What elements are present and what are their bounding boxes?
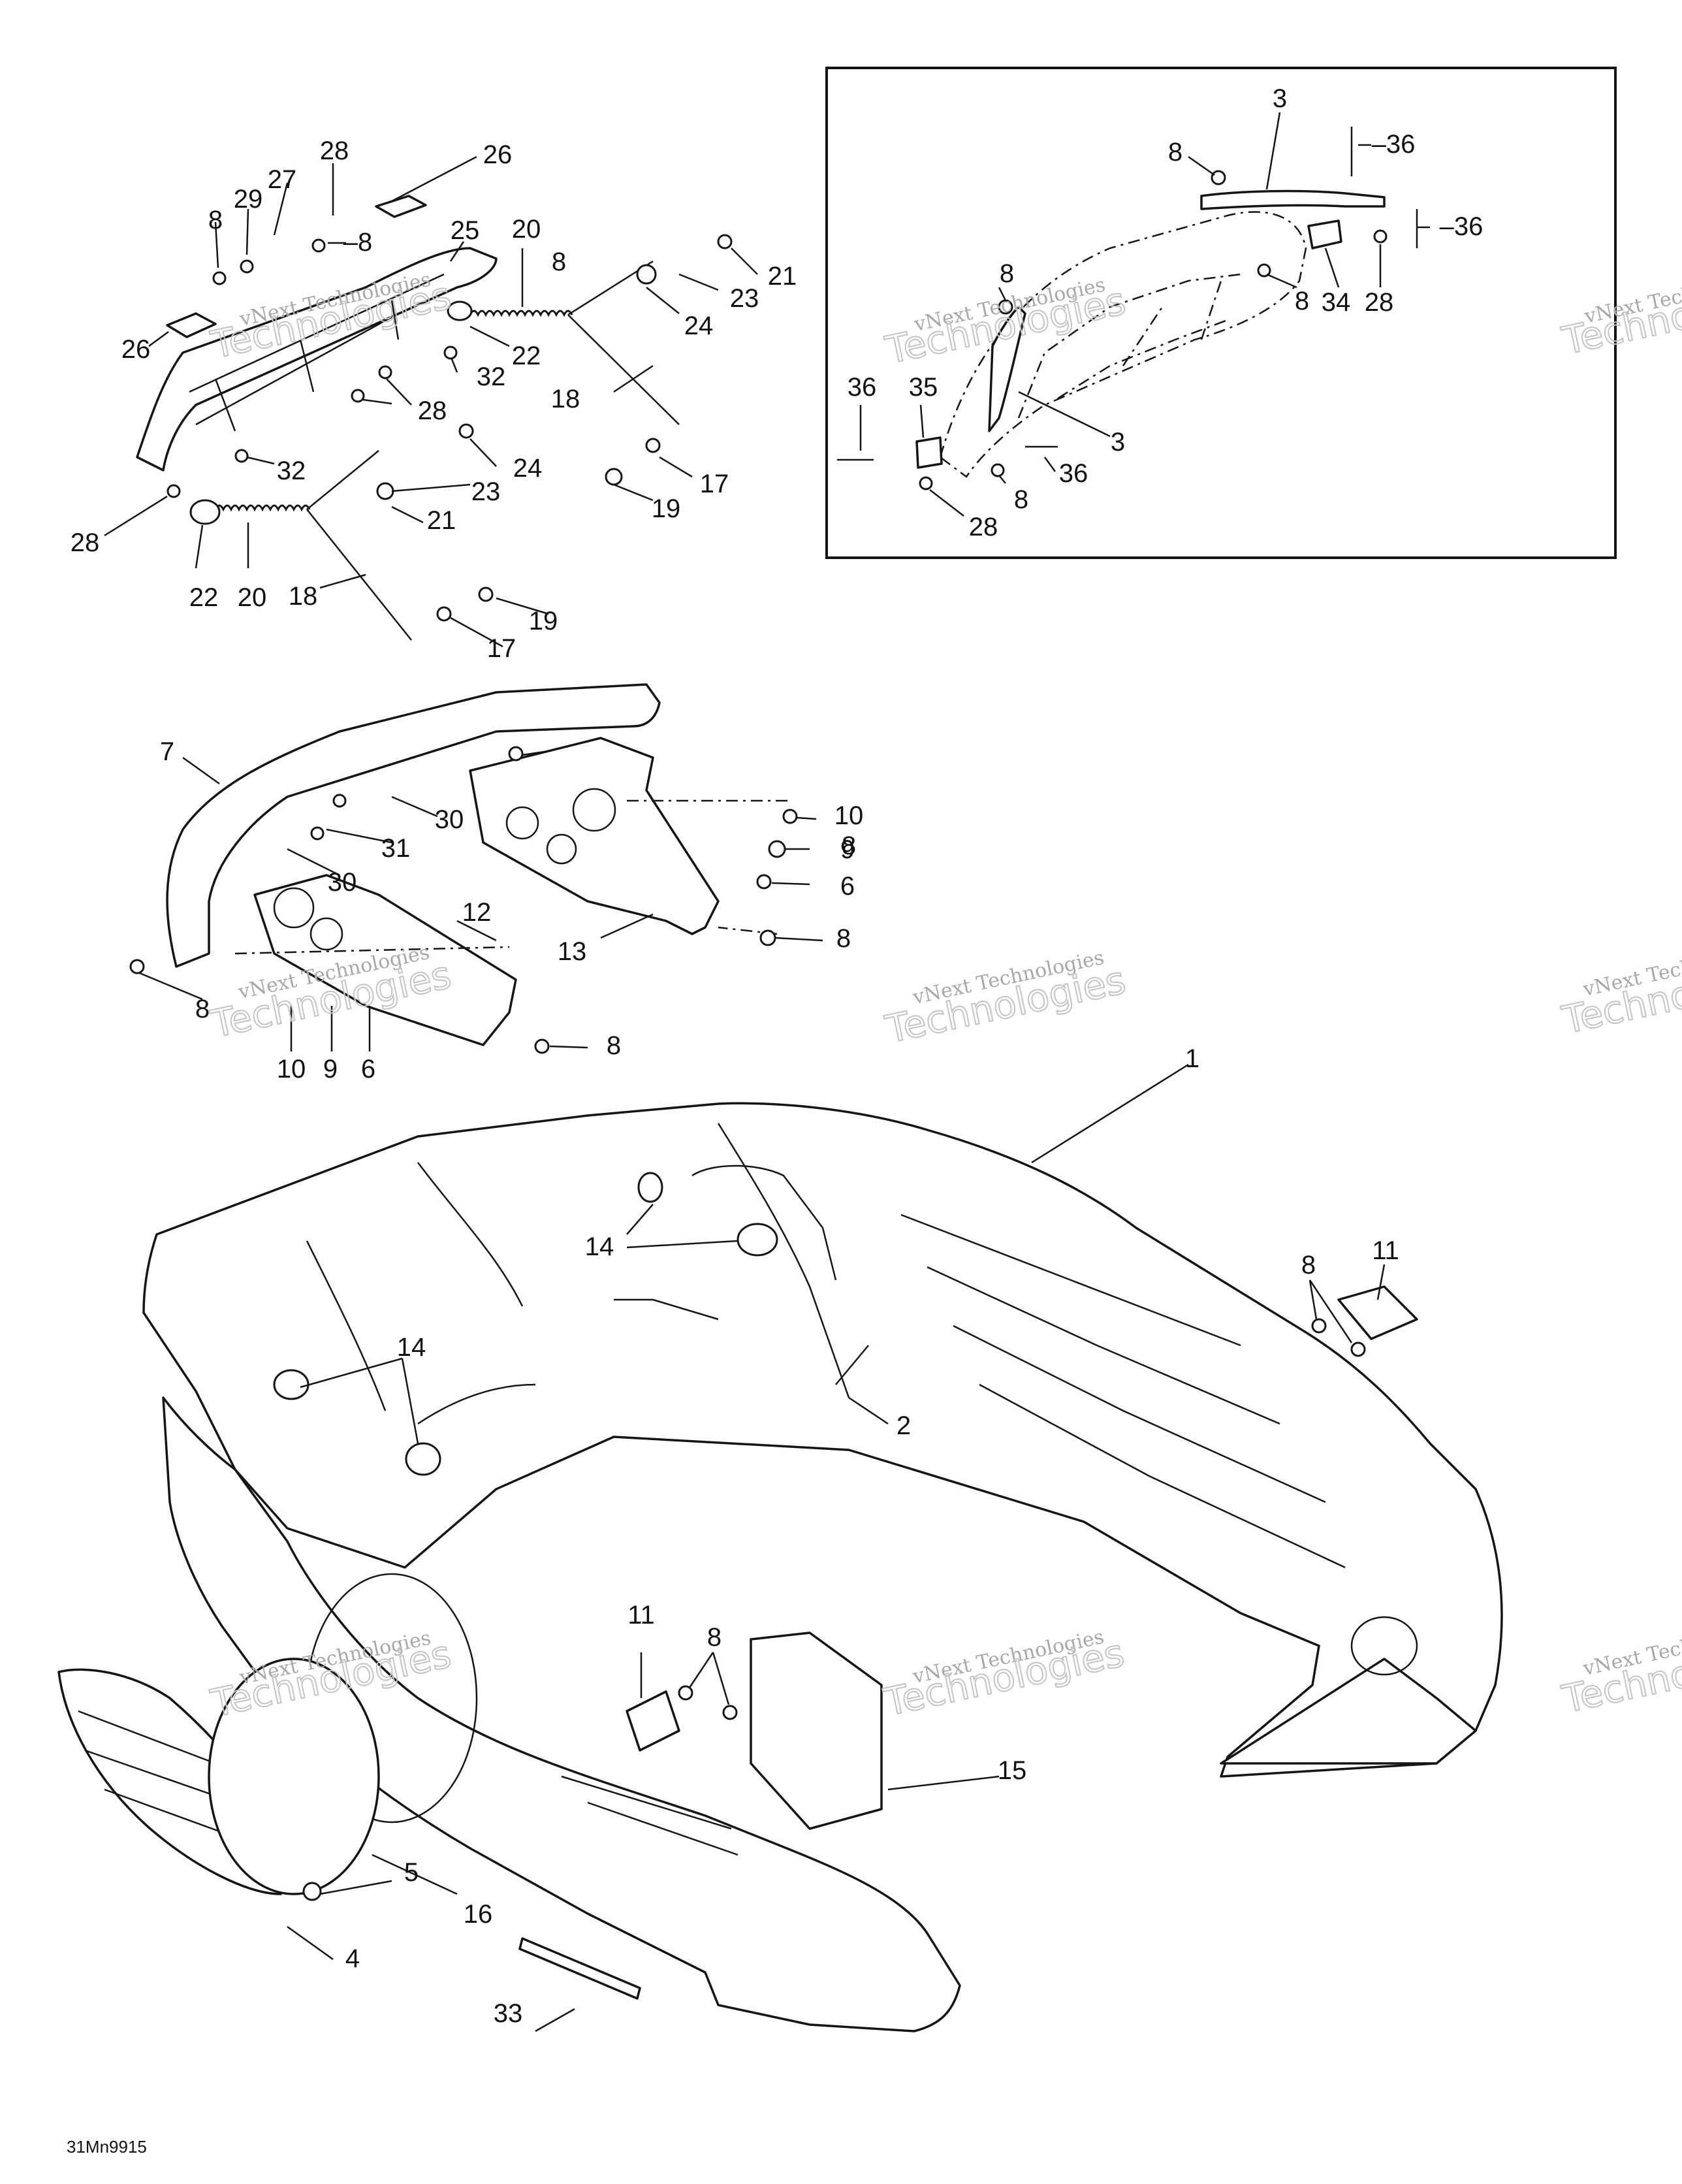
callout-23b: 23 [471,477,501,506]
callout-11b: 11 [627,1601,655,1630]
callout-27: 27 [268,165,297,194]
callout-15: 15 [998,1756,1027,1785]
callout-2: 2 [897,1411,911,1440]
callout-14b: 14 [397,1333,426,1362]
callout-26b: 26 [121,335,151,364]
callout-8i: 8 [195,995,210,1023]
callout-32a: 32 [477,362,506,391]
callout-14a: 14 [585,1232,614,1261]
rear-handle-assembly [104,155,758,648]
callout-29: 29 [234,185,263,214]
callout-33: 33 [494,1999,523,2028]
callout-4: 4 [345,1944,360,1973]
main-body-tub [57,1063,1503,2032]
callout-36d: 36 [1059,459,1088,488]
callout-22a: 22 [512,342,541,370]
callout-6a: 6 [840,872,855,901]
callout-9a: 9 [840,835,855,864]
callout-17b: 17 [487,634,516,663]
callout-8c: 8 [552,248,566,276]
callout-3a: 3 [1273,84,1287,113]
callout-17a: 17 [700,470,729,498]
callout-8f: 8 [1295,287,1309,315]
callout-28c: 28 [71,528,100,557]
callout-labels: 1233456678–88888888888899101011111213141… [71,84,1484,2028]
callout-8d: 8 [1168,138,1182,167]
callout-24a: 24 [684,312,714,340]
callout-21b: 21 [427,506,456,535]
callout-8h: 8 [842,831,856,860]
rear-bumper-assembly [129,683,823,1054]
figure-code: 31Mn9915 [67,2137,147,2157]
callout-8e: 8 [1000,259,1014,288]
callout-8g: 8 [1014,485,1028,514]
callout-36c: 36 [848,373,877,402]
callout-9b: 9 [323,1055,338,1084]
callout-22b: 22 [189,583,219,612]
callout-31: 31 [381,834,411,863]
callout-23a: 23 [730,284,759,313]
callout-30b: 30 [328,868,357,897]
callout-3b: 3 [1111,428,1125,457]
callout-36b: –36 [1440,212,1484,241]
callout-35: 35 [909,373,938,402]
callout-1: 1 [1185,1044,1199,1073]
inset-frame-detail [825,67,1617,559]
callout-21a: 21 [768,262,797,291]
callout-8a: 8 [208,206,223,234]
callout-28b: 28 [418,396,447,425]
callout-24b: 24 [513,454,543,483]
callout-36a: –36 [1372,130,1416,159]
callout-10a: 10 [834,801,864,830]
callout-11a: 11 [1372,1236,1399,1265]
callout-18a: 18 [551,385,580,413]
callout-20b: 20 [238,583,267,612]
callout-8m: 8 [836,924,851,953]
callout-25: 25 [451,216,480,245]
callout-28a: 28 [320,136,349,165]
callout-13: 13 [558,937,587,966]
callout-16: 16 [464,1900,493,1929]
callout-8b: –8 [343,228,373,257]
callout-30a: 30 [435,805,464,834]
watermark-outline: Technologies [207,273,455,367]
callout-32b: 32 [277,457,306,485]
callout-28d: 28 [1365,288,1394,317]
callout-20a: 20 [512,215,541,244]
callout-10b: 10 [277,1055,306,1084]
callout-18b: 18 [289,582,318,611]
callout-7: 7 [160,737,174,766]
callout-19a: 19 [652,494,681,523]
callout-19b: 19 [529,607,558,635]
callout-28e: 28 [969,513,998,541]
callout-8k: 8 [1301,1251,1316,1279]
callout-26a: 26 [483,140,513,169]
callout-6b: 6 [361,1055,375,1084]
watermark-outline: Technologies [880,1630,1128,1724]
callout-34: 34 [1322,288,1351,317]
callout-5: 5 [404,1858,419,1887]
callout-8j: 8 [607,1031,621,1060]
callout-8l: 8 [707,1623,722,1652]
callout-12: 12 [462,898,492,927]
